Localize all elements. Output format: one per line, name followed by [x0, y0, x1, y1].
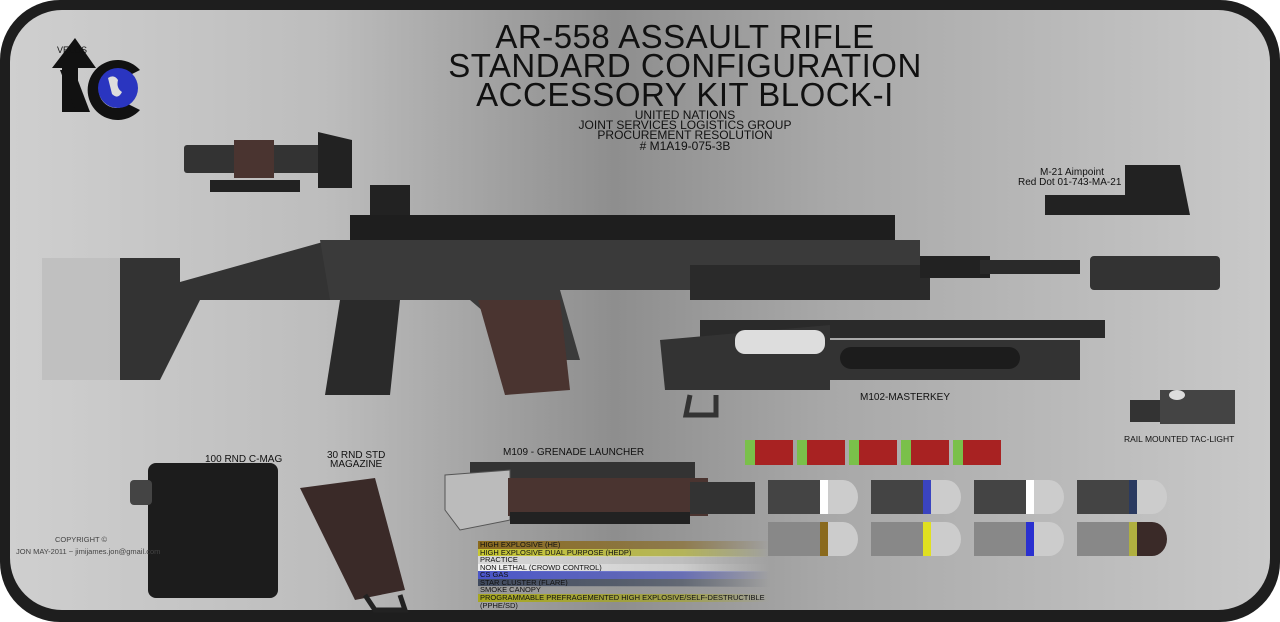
- masterkey-label: M102-MASTERKEY: [860, 392, 951, 403]
- grenade-band: [923, 522, 931, 556]
- grenade-nose: [828, 522, 858, 556]
- grenade-casing: [1077, 480, 1137, 514]
- grenade-casing: [974, 480, 1034, 514]
- copyright-line-2: JON MAY-2011 ~ jimijames.jon@gmail.com: [16, 547, 161, 556]
- grenade-casing: [768, 480, 828, 514]
- grenade-nose: [828, 480, 858, 514]
- shotgun-shell: [859, 440, 897, 465]
- shotgun-shell: [807, 440, 845, 465]
- grenade-casing: [1077, 522, 1137, 556]
- legend-item: NON LETHAL (CROWD CONTROL): [478, 563, 770, 572]
- grenade-rounds: [768, 480, 1167, 556]
- tac-light: [1130, 390, 1235, 424]
- shell-base: [901, 440, 911, 465]
- legend-item: PROGRAMMABLE PREFRAGEMENTED HIGH EXPLOSI…: [478, 593, 770, 609]
- shell-base: [797, 440, 807, 465]
- velos-logo: [52, 38, 140, 120]
- grenade-band: [1129, 480, 1137, 514]
- shotgun-shells: [745, 440, 1001, 465]
- legend-item: PRACTICE: [478, 556, 770, 564]
- grenade-casing: [871, 480, 931, 514]
- c-mag: [130, 463, 278, 598]
- shell-base: [849, 440, 859, 465]
- legend-item: HIGH EXPLOSIVE DUAL PURPOSE (HEDP): [478, 548, 770, 557]
- legend-item: SMOKE CANOPY: [478, 586, 770, 594]
- magazine-label-1: 30 RND STD: [327, 450, 386, 461]
- subtitle-line-4: # M1A19-075-3B: [639, 139, 731, 153]
- masterkey-shotgun: [660, 320, 1105, 418]
- legend-item: CS GAS: [478, 571, 770, 579]
- grenade-band: [1026, 522, 1034, 556]
- shell-base: [953, 440, 963, 465]
- copyright-line-1: COPYRIGHT ©: [55, 535, 108, 544]
- grenade-nose: [1034, 522, 1064, 556]
- grenade-launcher-label: M109 - GRENADE LAUNCHER: [503, 447, 645, 458]
- grenade-band: [1026, 480, 1034, 514]
- grenade-casing: [871, 522, 931, 556]
- shotgun-shell: [911, 440, 949, 465]
- grenade-nose: [931, 480, 961, 514]
- title-line-1: AR-558 ASSAULT RIFLE: [495, 18, 875, 55]
- subtitle-line-1: UNITED NATIONS: [634, 108, 736, 122]
- grenade-band: [820, 480, 828, 514]
- grenade-nose: [1137, 522, 1167, 556]
- magazine-label-2: MAGAZINE: [330, 459, 383, 470]
- grenade-casing: [768, 522, 828, 556]
- aimpoint-sight: [1045, 165, 1190, 215]
- aimpoint-label-2: Red Dot 01-743-MA-21: [1018, 177, 1122, 188]
- grenade-band: [1129, 522, 1137, 556]
- legend-item: STAR CLUSTER (FLARE): [478, 578, 770, 587]
- legend-item: HIGH EXPLOSIVE (HE): [478, 541, 770, 549]
- title-line-3: ACCESSORY KIT BLOCK-I: [476, 76, 894, 113]
- std-magazine: [300, 478, 409, 613]
- subtitle-line-2: JOINT SERVICES LOGISTICS GROUP: [578, 118, 792, 132]
- shell-base: [745, 440, 755, 465]
- grenade-band: [820, 522, 828, 556]
- grenade-nose: [1137, 480, 1167, 514]
- shotgun-shell: [963, 440, 1001, 465]
- aimpoint-label-1: M-21 Aimpoint: [1040, 167, 1104, 178]
- grenade-nose: [931, 522, 961, 556]
- grenade-casing: [974, 522, 1034, 556]
- rifle: [42, 185, 1220, 395]
- scope: [184, 132, 352, 192]
- taclight-label: RAIL MOUNTED TAC-LIGHT: [1124, 434, 1235, 444]
- grenade-band: [923, 480, 931, 514]
- logo-text: VELOS: [57, 45, 88, 55]
- grenade-nose: [1034, 480, 1064, 514]
- shotgun-shell: [755, 440, 793, 465]
- subtitle-line-3: PROCUREMENT RESOLUTION: [597, 128, 773, 142]
- cmag-label: 100 RND C-MAG: [205, 454, 283, 465]
- title-line-2: STANDARD CONFIGURATION: [448, 47, 922, 84]
- grenade-launcher: [444, 462, 755, 531]
